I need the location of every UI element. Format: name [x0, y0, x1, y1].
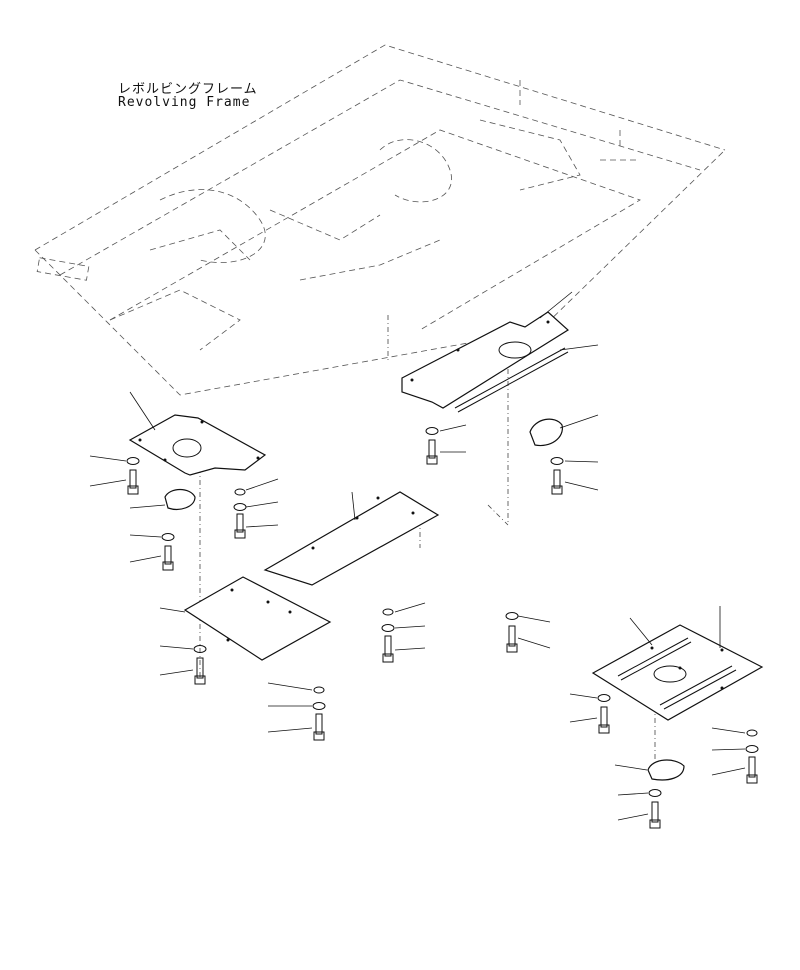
callout-english: Revolving Frame [118, 95, 251, 110]
leader-lines [89, 291, 746, 821]
cover-plate-lower-right [591, 624, 764, 721]
revolving-frame [34, 44, 726, 396]
fasteners [126, 427, 759, 829]
round-covers [164, 418, 685, 781]
cover-plate-left [128, 414, 267, 476]
cover-plate-lower-left [183, 576, 332, 661]
callout-japanese: レボルビングフレーム [118, 82, 258, 97]
cover-plate-center [263, 491, 440, 586]
cover-plate-upper-right [401, 311, 569, 413]
